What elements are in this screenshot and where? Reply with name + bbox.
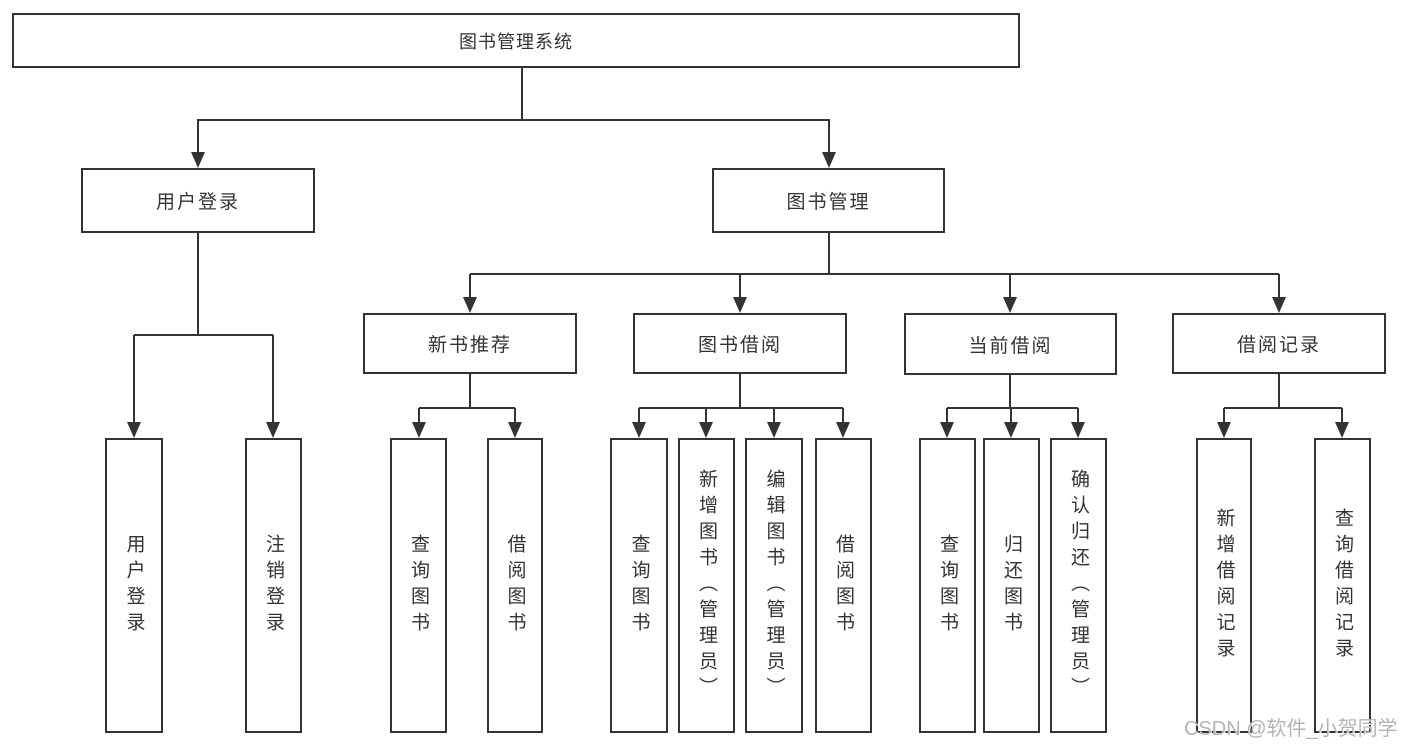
leaf-newbook-borrow-books: 借阅图书 xyxy=(487,438,543,733)
node-book-borrowing: 图书借阅 xyxy=(633,313,847,374)
leaf-records-query-borrow-record: 查询借阅记录 xyxy=(1314,438,1371,733)
node-new-book-recommendation: 新书推荐 xyxy=(363,313,577,374)
leaf-current-return-books: 归还图书 xyxy=(983,438,1040,733)
leaf-records-add-borrow-record: 新增借阅记录 xyxy=(1196,438,1252,733)
leaf-borrowing-edit-books-admin: 编辑图书（管理员） xyxy=(745,438,803,733)
leaf-borrowing-query-books: 查询图书 xyxy=(610,438,668,733)
node-user-login: 用户登录 xyxy=(81,168,315,233)
node-borrowing-records: 借阅记录 xyxy=(1172,313,1386,374)
watermark: CSDN @软件_小贺同学 xyxy=(1184,718,1398,740)
leaf-borrowing-borrow-books: 借阅图书 xyxy=(815,438,872,733)
node-current-borrowing: 当前借阅 xyxy=(904,313,1117,375)
leaf-logout: 注销登录 xyxy=(245,438,302,733)
node-library-management-system: 图书管理系统 xyxy=(12,13,1020,68)
leaf-current-query-books: 查询图书 xyxy=(919,438,976,733)
leaf-borrowing-add-books-admin: 新增图书（管理员） xyxy=(678,438,735,733)
leaf-current-confirm-return-admin: 确认归还（管理员） xyxy=(1050,438,1107,733)
leaf-user-login: 用户登录 xyxy=(105,438,163,733)
node-book-management: 图书管理 xyxy=(712,168,945,233)
leaf-newbook-query-books: 查询图书 xyxy=(390,438,447,733)
